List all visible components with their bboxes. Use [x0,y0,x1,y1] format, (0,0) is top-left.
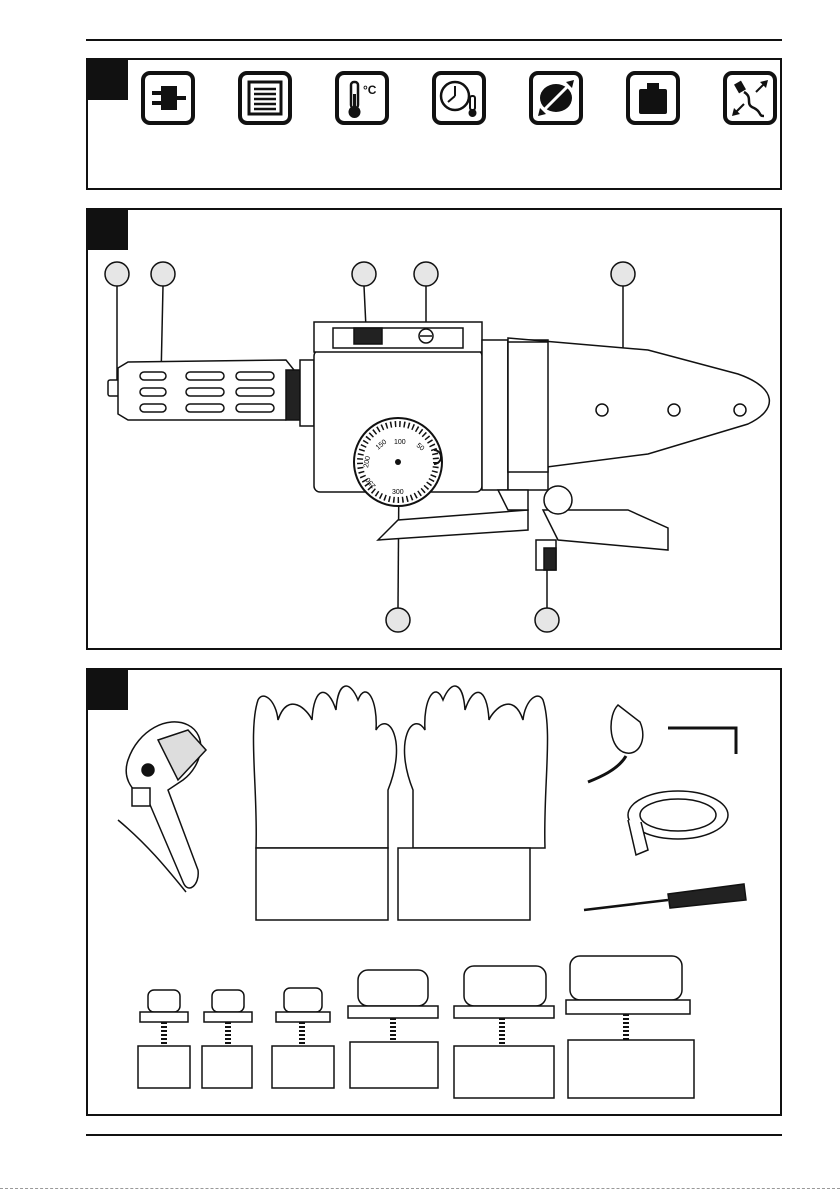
thermometer-celsius-icon: °C [337,73,387,123]
accessories-diagram [88,670,784,1118]
socket-25 [272,988,334,1088]
clock-thermometer-icon [434,73,484,123]
allen-key [668,728,736,754]
welding-sockets [138,956,694,1098]
callout-marker [352,262,376,286]
sealing-tape [628,791,728,855]
callout-marker [535,608,559,632]
power-switch [354,328,382,344]
handle [108,360,314,426]
dial-tick: 100 [394,439,406,446]
dial-tick: 300 [392,489,404,496]
pipe-diameter-icon [531,73,581,123]
heating-element-icon [240,73,290,123]
socket-16 [138,990,190,1088]
panel-symbols: °C [86,58,782,190]
cut-line [0,1188,840,1189]
weight-icon [628,73,678,123]
protective-gloves [253,686,547,920]
pipe-cutter [118,722,206,892]
panel-accessories [86,668,782,1116]
panel-device: 100 150 200 250 300 50 [86,208,782,650]
socket-32 [348,970,438,1088]
callout-marker [105,262,129,286]
welding-device-diagram: 100 150 200 250 300 50 [88,210,784,652]
socket-40 [454,966,554,1098]
symbol-row: °C [88,60,784,192]
cable-length-icon [725,73,775,123]
callout-marker [151,262,175,286]
temperature-dial: 100 150 200 250 300 50 [354,418,442,506]
callout-marker [386,608,410,632]
callout-marker [414,262,438,286]
celsius-label: °C [363,83,377,97]
heating-plate [508,338,769,472]
screwdriver [584,884,746,910]
top-rule [86,39,782,41]
measuring-tape [588,705,643,782]
socket-50 [566,956,694,1098]
bottom-rule [86,1134,782,1136]
socket-20 [202,990,252,1088]
plug-icon [143,73,193,123]
callout-marker [611,262,635,286]
